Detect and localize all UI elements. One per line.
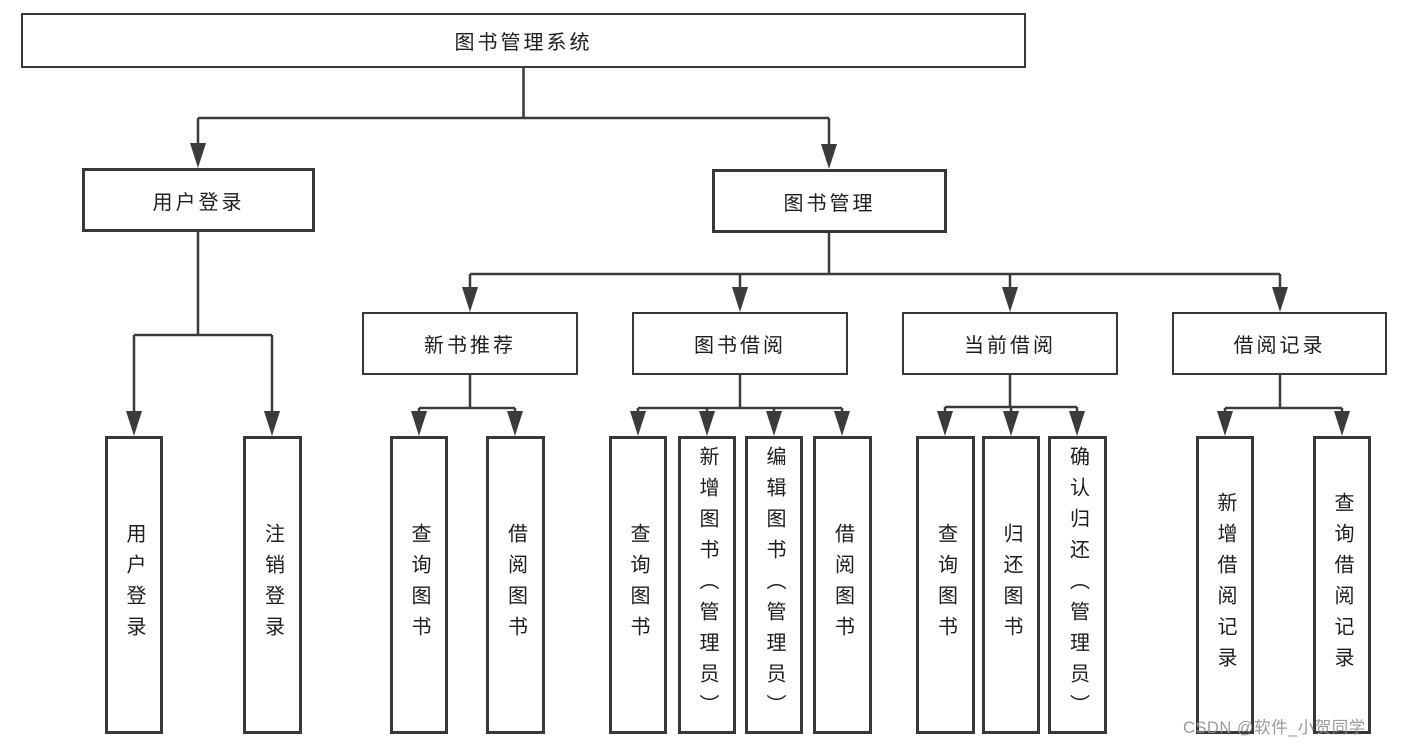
leaf-query-borrow-record: 查询借阅记录 <box>1313 436 1371 734</box>
leaf-add-borrow-record: 新增借阅记录 <box>1196 436 1254 734</box>
arrowhead-icon <box>462 287 478 312</box>
arrowhead-icon <box>1069 411 1085 436</box>
connector-borrowrecord-to-leaves <box>1223 374 1344 413</box>
leaf-current-query-books: 查询图书 <box>916 436 975 734</box>
arrowhead-icon <box>630 411 646 436</box>
arrowhead-icon <box>507 411 523 436</box>
arrowheads <box>126 143 1350 436</box>
leaf-logout: 注销登录 <box>243 436 302 734</box>
leaf-label: 查询图书 <box>408 523 430 647</box>
arrowhead-icon <box>411 411 427 436</box>
node-label: 图书借阅 <box>694 335 786 357</box>
leaf-label: 借阅图书 <box>504 523 527 647</box>
leaf-label: 借阅图书 <box>831 523 854 647</box>
arrowhead-icon <box>937 411 953 436</box>
arrowhead-icon <box>1217 411 1233 436</box>
csdn-watermark: CSDN @软件_小贺同学 <box>1183 719 1366 737</box>
leaf-borrow-query-books: 查询图书 <box>609 436 667 734</box>
leaf-confirm-return-admin: 确认归还（管理员） <box>1048 436 1107 734</box>
leaf-edit-books-admin: 编辑图书（管理员） <box>745 436 803 734</box>
connector-userlogin-to-leaves <box>132 232 274 414</box>
node-label: 当前借阅 <box>964 335 1056 357</box>
leaf-label: 用户登录 <box>123 523 145 647</box>
leaf-add-books-admin: 新增图书（管理员） <box>678 436 736 734</box>
node-root-library-system: 图书管理系统 <box>21 13 1026 68</box>
arrowhead-icon <box>699 411 715 436</box>
connector-bookborrow-to-leaves <box>636 374 844 413</box>
leaf-newbook-borrow-books: 借阅图书 <box>486 436 545 734</box>
node-label: 图书管理系统 <box>454 32 593 54</box>
connector-bookmgmt-to-level3 <box>468 233 1282 290</box>
arrowhead-icon <box>1003 411 1019 436</box>
node-label: 借阅记录 <box>1233 335 1326 357</box>
leaf-label: 编辑图书（管理员） <box>763 445 785 725</box>
leaf-label: 查询图书 <box>934 523 957 647</box>
leaf-label: 查询图书 <box>627 523 649 647</box>
node-user-login: 用户登录 <box>82 168 315 232</box>
arrowhead-icon <box>190 143 206 168</box>
node-borrow-records: 借阅记录 <box>1172 312 1387 375</box>
leaf-borrow-books: 借阅图书 <box>813 436 872 734</box>
leaf-label: 新增借阅记录 <box>1214 492 1236 678</box>
node-label: 新书推荐 <box>424 335 516 357</box>
arrowhead-icon <box>1334 411 1350 436</box>
arrowhead-icon <box>766 411 782 436</box>
leaf-label: 归还图书 <box>1000 523 1022 647</box>
node-label: 用户登录 <box>152 191 245 214</box>
leaf-label: 查询借阅记录 <box>1331 492 1353 678</box>
arrowhead-icon <box>834 411 850 436</box>
node-new-book-recommend: 新书推荐 <box>362 312 578 375</box>
node-book-management: 图书管理 <box>712 169 947 233</box>
connector-currentborrow-to-leaves <box>943 374 1079 413</box>
leaf-label: 新增图书（管理员） <box>696 445 718 725</box>
arrowhead-icon <box>1272 287 1288 312</box>
leaf-label: 注销登录 <box>261 523 284 647</box>
connector-newbook-to-leaves <box>417 375 517 413</box>
connector-root-to-level2 <box>196 67 831 148</box>
leaf-return-books: 归还图书 <box>982 436 1040 734</box>
arrowhead-icon <box>821 144 837 169</box>
arrowhead-icon <box>264 411 280 436</box>
leaf-user-login: 用户登录 <box>105 436 163 734</box>
arrowhead-icon <box>126 411 142 436</box>
leaf-label: 确认归还（管理员） <box>1066 445 1089 725</box>
arrowhead-icon <box>732 287 748 312</box>
node-current-borrow: 当前借阅 <box>902 312 1118 375</box>
node-book-borrow: 图书借阅 <box>632 312 848 375</box>
arrowhead-icon <box>1002 287 1018 312</box>
node-label: 图书管理 <box>783 192 876 215</box>
leaf-newbook-query-books: 查询图书 <box>390 436 448 734</box>
